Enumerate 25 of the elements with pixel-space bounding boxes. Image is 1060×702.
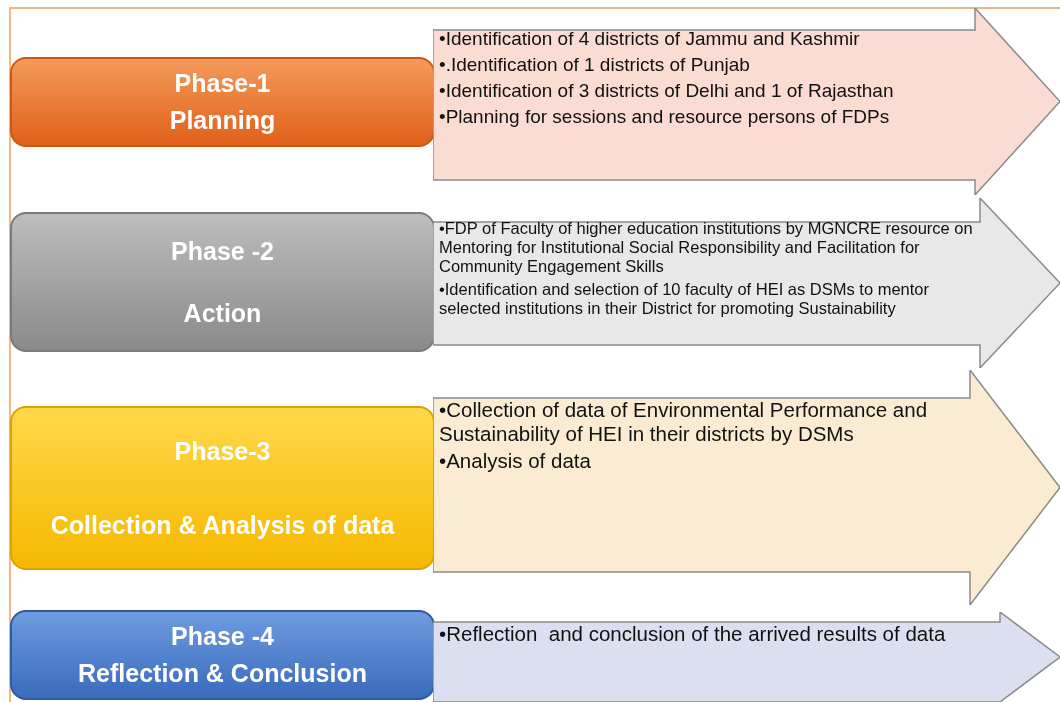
bullet-text: •.Identification of 1 districts of Punjab	[439, 53, 751, 76]
bullet-text: •Planning for sessions and resource persons of FDPs	[439, 105, 891, 128]
phase-title: Phase-3	[174, 436, 271, 466]
phase-name: Action	[183, 298, 262, 328]
phase-title: Phase -4	[171, 622, 274, 651]
phase-box	[10, 610, 435, 700]
phase-name: Reflection & Conclusion	[78, 659, 367, 688]
bullet-text: •Analysis of data	[439, 449, 592, 473]
phase-name: Planning	[169, 106, 276, 135]
phase-title: Phase-1	[174, 69, 271, 98]
phase-box	[10, 57, 435, 147]
bullet-text: •Reflection and conclusion of the arrived results of data	[439, 622, 947, 646]
phase-title: Phase -2	[171, 236, 274, 266]
arrow-shape	[433, 612, 1060, 702]
phase-name: Collection & Analysis of data	[50, 510, 395, 540]
bullet-text: •Collection of data of Environmental Performance and Sustainability of HEI in their districts by DSMs	[439, 398, 929, 446]
bullet-text: •Identification of 3 districts of Delhi and 1 of Rajasthan	[439, 79, 895, 102]
arrow-shape	[433, 370, 1060, 605]
bullet-text: •Identification and selection of 10 faculty of HEI as DSMs to mentor selected institutions in their District for promoting Sustainability	[439, 279, 931, 318]
arrow-shape	[433, 198, 1060, 368]
phase-box	[10, 212, 435, 352]
bullet-text: •Identification of 4 districts of Jammu and Kashmir	[439, 28, 861, 50]
phase-box	[10, 406, 435, 570]
arrow-shape	[433, 8, 1060, 195]
bullet-text: •FDP of Faculty of higher education institutions by MGNCRE resource on Mentoring for Institutional Social Responsibility and Facilitation for Community Engagement Skills	[439, 219, 974, 276]
